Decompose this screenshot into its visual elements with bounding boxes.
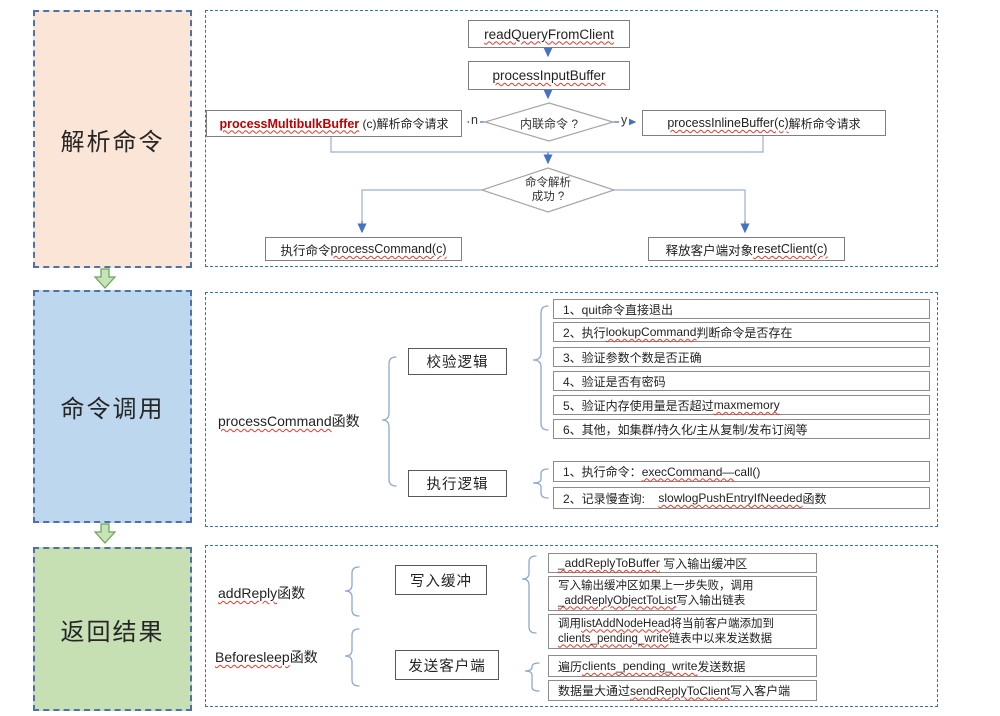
parse-detail-panel xyxy=(205,10,938,267)
stage-invoke-label: 命令调用 xyxy=(60,396,165,423)
result-item-2: 写入输出缓冲区如果上一步失败，调用 _addReplyObjectToList写… xyxy=(548,576,817,611)
parse-success-diamond-label: 命令解析 成功 ? xyxy=(525,177,571,203)
stage-parse-label: 解析命令 xyxy=(60,128,165,156)
check-logic-box: 校验逻辑 xyxy=(408,348,507,375)
branch-label-y: y xyxy=(619,113,630,127)
stage-parse-command: 解析命令 xyxy=(33,10,192,268)
beforesleep-fn-label: Beforesleep函数 xyxy=(215,649,318,665)
node-read-query-from-client: readQueryFromClient xyxy=(468,20,630,48)
check-item-1: 1、quit命令直接退出 xyxy=(553,299,930,319)
stage-command-invoke: 命令调用 xyxy=(33,290,192,523)
check-item-4: 4、验证是否有密码 xyxy=(553,371,930,391)
inline-command-diamond-label: 内联命令 ? xyxy=(519,117,578,131)
result-item-1: _addReplyToBuffer 写入输出缓冲区 xyxy=(548,553,817,573)
node-process-inline-buffer: processInlineBuffer(c)解析命令请求 xyxy=(642,110,886,136)
result-item-3: 调用listAddNodeHead将当前客户端添加到 clients_pendi… xyxy=(548,614,817,649)
stage-result-label: 返回结果 xyxy=(60,618,165,646)
branch-label-n: n xyxy=(469,113,480,127)
node-process-multibulk-buffer: processMultibulkBuffer (c)解析命令请求 xyxy=(206,110,462,137)
send-client-box: 发送客户端 xyxy=(395,650,499,680)
exec-logic-box: 执行逻辑 xyxy=(408,470,507,497)
write-buffer-box: 写入缓冲 xyxy=(395,565,487,595)
add-reply-fn-label: addReply函数 xyxy=(218,585,306,601)
process-command-fn-label: processCommand函数 xyxy=(218,413,360,429)
stage-return-result: 返回结果 xyxy=(33,547,192,711)
node-process-input-buffer: processInputBuffer xyxy=(468,61,630,90)
exec-item-1: 1、执行命令：execCommand—call() xyxy=(553,461,930,482)
check-item-3: 3、验证参数个数是否正确 xyxy=(553,347,930,367)
check-item-6: 6、其他，如集群/持久化/主从复制/发布订阅等 xyxy=(553,419,930,439)
